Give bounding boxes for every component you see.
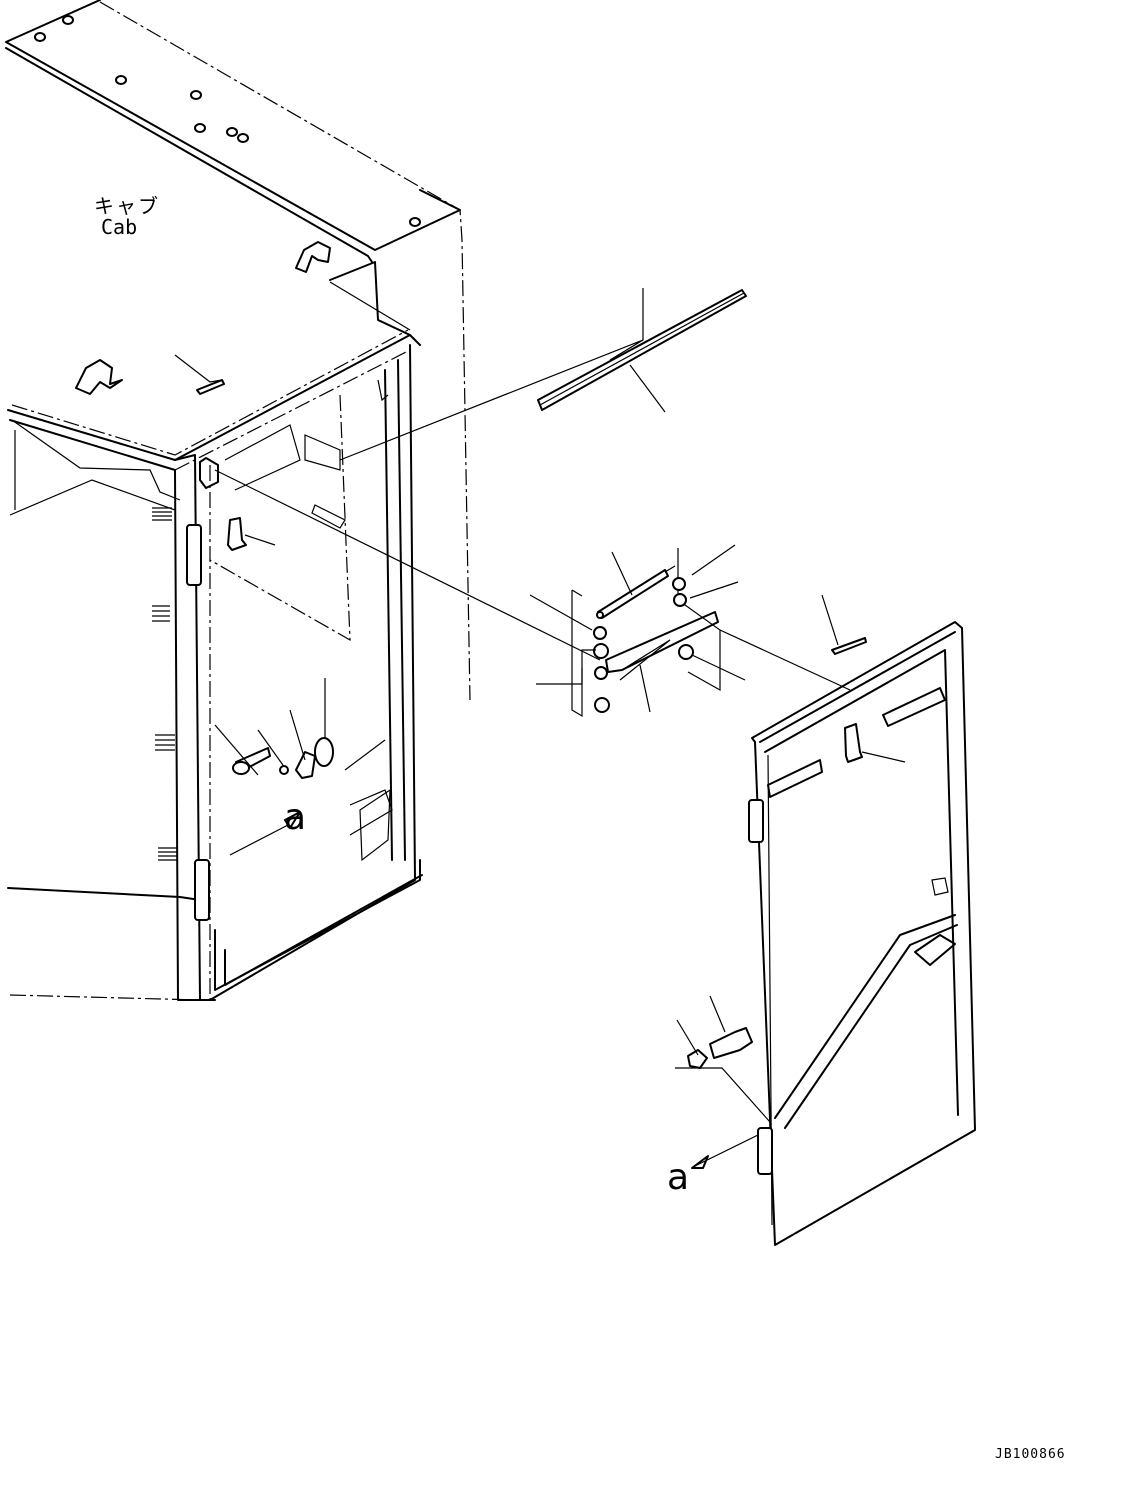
door-hinge-upper [748, 799, 764, 843]
door-split-pin [831, 637, 867, 655]
stay-rod [339, 288, 747, 461]
cab-label-english: Cab [101, 215, 138, 239]
cab-hinge-pin [227, 517, 247, 551]
door-nut [687, 1049, 708, 1069]
drawing-number: JB100866 [995, 1447, 1066, 1462]
cab-hinge-upper [186, 524, 202, 586]
lock-striker [295, 751, 316, 779]
lifting-hook-upper [295, 241, 331, 273]
lock-plate [314, 737, 334, 767]
door-hinge-pin [844, 723, 863, 763]
side-scale-marks [152, 507, 178, 861]
cab-hinge-lower [194, 859, 210, 921]
lock-parts [214, 678, 334, 856]
split-pin [196, 379, 225, 395]
lifting-hook-lower [75, 359, 123, 395]
door [675, 594, 976, 1246]
cab-roof [5, 0, 471, 701]
lock-washer [279, 765, 289, 775]
gas-spring-bracket [605, 611, 719, 673]
gas-spring-assembly [529, 544, 851, 718]
cab-leaders [174, 354, 601, 661]
door-bolt [709, 1027, 753, 1059]
view-marker-a-cab: a [284, 797, 307, 838]
cab-label-japanese: キャブ [94, 194, 160, 218]
view-marker-a-door: a [667, 1157, 690, 1198]
gas-spring [597, 569, 669, 619]
cab-body [7, 329, 423, 1001]
roof-bolts [34, 15, 421, 227]
door-hinge-lower [757, 1127, 773, 1175]
